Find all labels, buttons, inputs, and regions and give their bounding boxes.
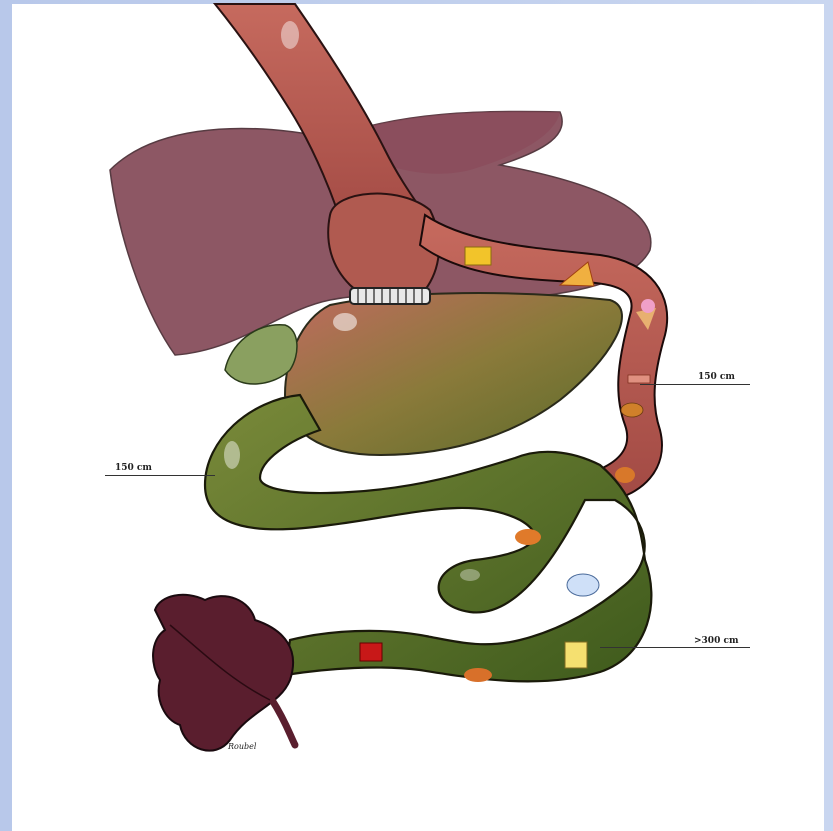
label-biliopancreatic-limb: 150 cm bbox=[115, 463, 152, 473]
sausage-icon bbox=[464, 668, 492, 682]
ice-cream-scoop bbox=[641, 299, 655, 313]
esophagus-highlight bbox=[281, 21, 299, 49]
egg-plate-icon bbox=[567, 574, 599, 596]
leader-line-right-bottom bbox=[600, 647, 750, 648]
chicken-leg-icon bbox=[615, 467, 635, 483]
label-common-channel: >300 cm bbox=[694, 636, 738, 646]
hamburger-icon bbox=[621, 403, 643, 417]
beer-mug-icon bbox=[565, 642, 587, 668]
bacon-icon bbox=[628, 375, 650, 383]
bowel-highlight bbox=[224, 441, 240, 469]
cheese-icon bbox=[465, 247, 491, 265]
stomach-highlight bbox=[333, 313, 357, 331]
leader-line-left bbox=[105, 475, 215, 476]
appendix bbox=[272, 700, 295, 745]
coffee-cup-icon bbox=[360, 643, 382, 661]
roast-chicken-icon bbox=[515, 529, 541, 545]
label-alimentary-limb: 150 cm bbox=[698, 372, 735, 382]
colon bbox=[153, 595, 293, 751]
leader-line-right-top bbox=[640, 384, 750, 385]
bowel-highlight-2 bbox=[460, 569, 480, 581]
artist-signature: Roubel bbox=[228, 742, 256, 751]
